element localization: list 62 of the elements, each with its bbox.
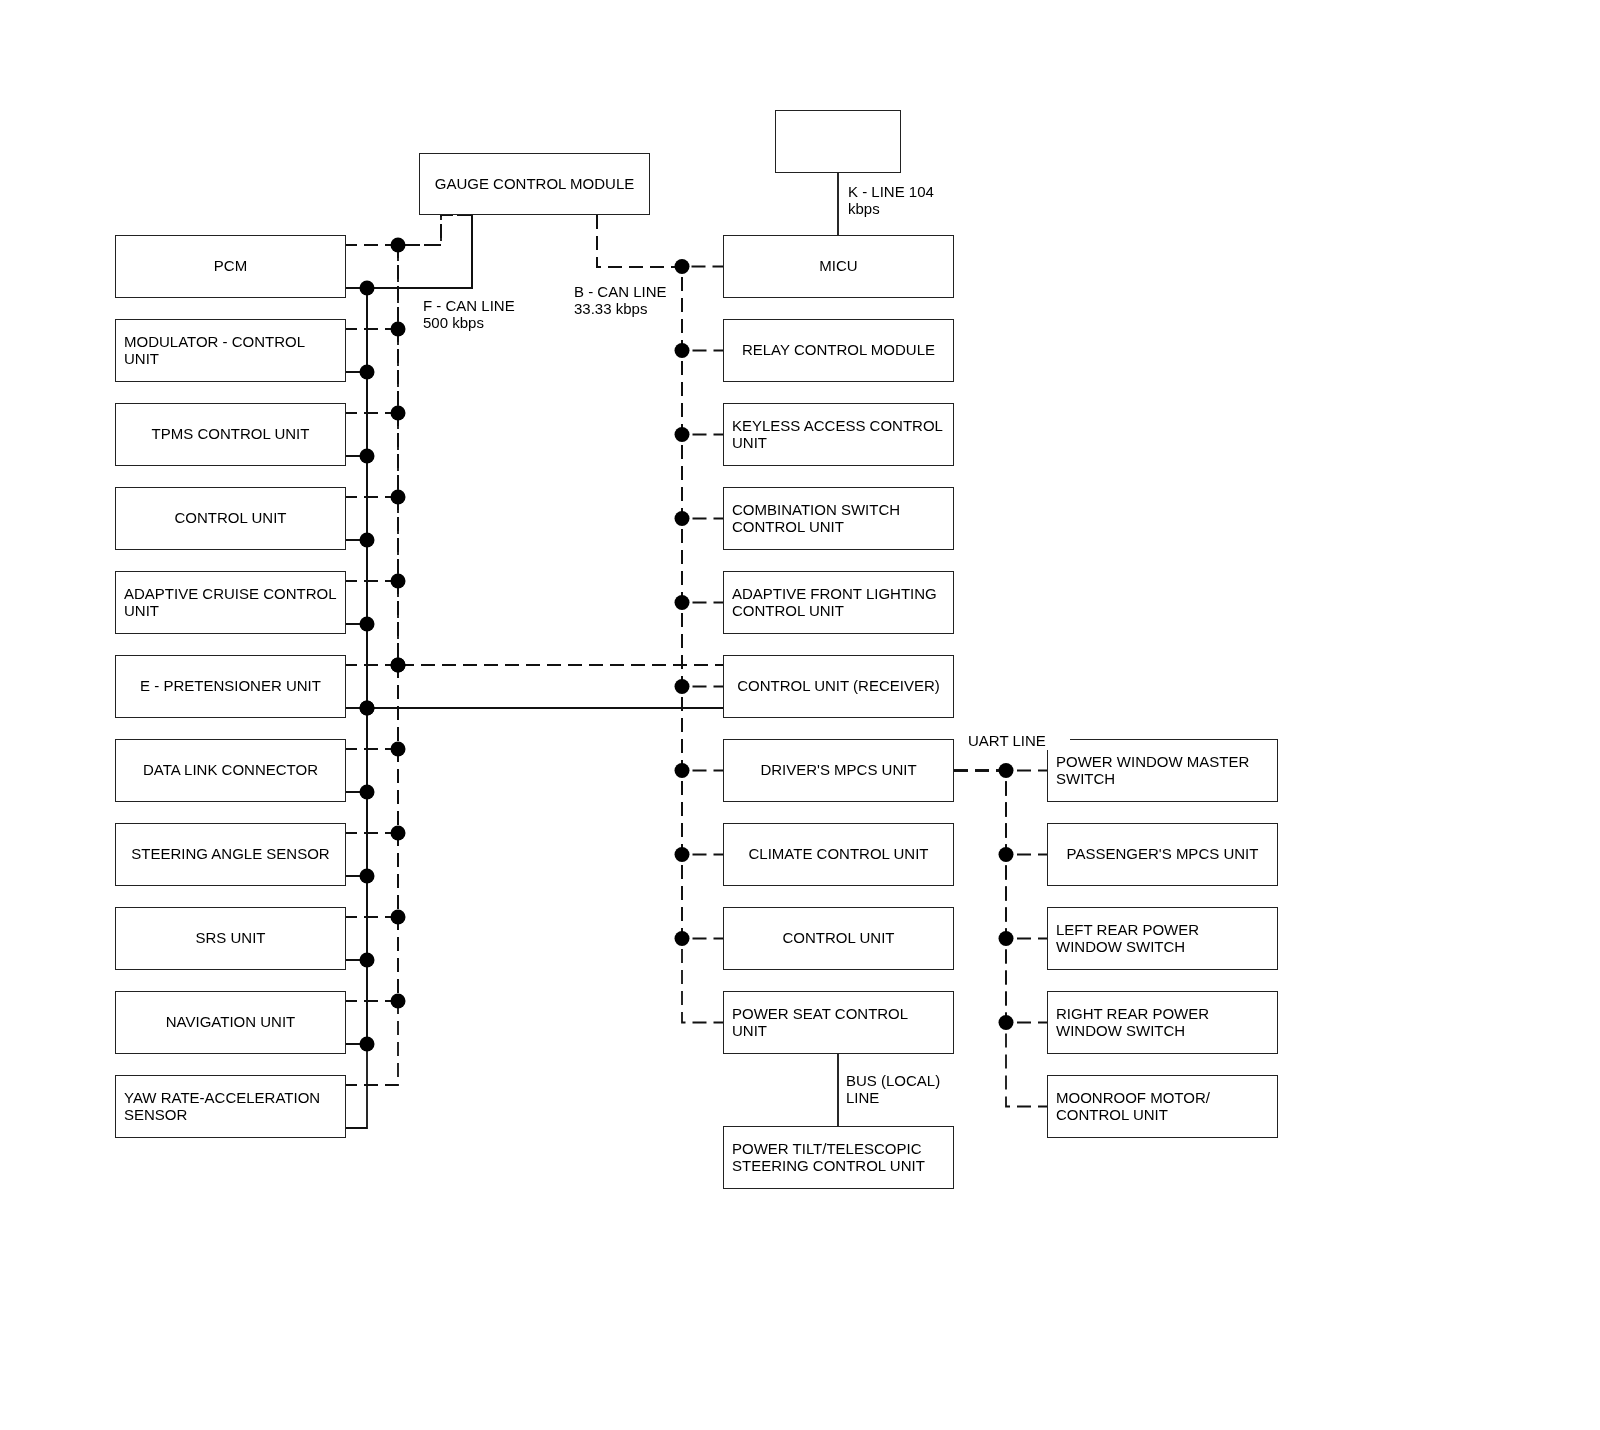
module-name: CONTROL UNIT <box>781 930 896 947</box>
module-name: STEERING ANGLE SENSOR <box>130 846 331 863</box>
module-name: PASSENGER'S MPCS UNIT <box>1065 846 1260 863</box>
module-name: COMBINATION SWITCH CONTROL UNIT <box>731 502 902 535</box>
bus-line <box>366 214 724 709</box>
module-box <box>115 991 346 1054</box>
module-name: RIGHT REAR POWER WINDOW SWITCH <box>1055 1006 1211 1039</box>
module-name: KEYLESS ACCESS CONTROL UNIT <box>731 418 944 451</box>
edge-label: UART LINE <box>966 733 1070 750</box>
module-box <box>1047 1075 1278 1138</box>
module-box <box>115 403 346 466</box>
module-box <box>115 571 346 634</box>
module-name: ADAPTIVE FRONT LIGHTING CONTROL UNIT <box>731 586 938 619</box>
module-box <box>723 403 954 466</box>
empty-box <box>775 110 901 173</box>
module-box <box>1047 991 1278 1054</box>
module-box <box>115 739 346 802</box>
module-name: LEFT REAR POWER WINDOW SWITCH <box>1055 922 1201 955</box>
module-box <box>115 235 346 298</box>
module-box <box>115 1075 346 1138</box>
module-box <box>115 487 346 550</box>
module-box <box>723 235 954 298</box>
module-box <box>723 823 954 886</box>
module-name: MODULATOR - CONTROL UNIT <box>123 334 306 367</box>
module-box <box>115 907 346 970</box>
module-name: POWER TILT/TELESCOPIC STEERING CONTROL UNIT <box>731 1141 926 1174</box>
module-box <box>723 907 954 970</box>
module-name: E - PRETENSIONER UNIT <box>139 678 322 695</box>
module-box <box>115 319 346 382</box>
module-name: RELAY CONTROL MODULE <box>740 342 937 359</box>
module-box <box>723 739 954 802</box>
module-box <box>1047 907 1278 970</box>
bus-line <box>837 1053 839 1127</box>
module-name: ADAPTIVE CRUISE CONTROL UNIT <box>123 586 337 619</box>
module-name: CLIMATE CONTROL UNIT <box>747 846 930 863</box>
module-name: DATA LINK CONNECTOR <box>142 762 319 779</box>
module-name: DRIVER'S MPCS UNIT <box>759 762 918 779</box>
module-box <box>1047 739 1278 802</box>
bus-line <box>837 172 839 236</box>
module-name: NAVIGATION UNIT <box>164 1014 297 1031</box>
module-name: POWER SEAT CONTROL UNIT <box>731 1006 909 1039</box>
module-name: SRS UNIT <box>194 930 267 947</box>
module-name: YAW RATE-ACCELERATION SENSOR <box>123 1090 322 1123</box>
module-box <box>419 153 650 215</box>
module-box <box>723 655 954 718</box>
module-box <box>723 991 954 1054</box>
module-name: CONTROL UNIT <box>173 510 288 527</box>
module-box <box>1047 823 1278 886</box>
module-name: PCM <box>212 258 249 275</box>
module-box <box>723 571 954 634</box>
module-name: CONTROL UNIT (RECEIVER) <box>736 678 941 695</box>
module-box <box>115 823 346 886</box>
module-box <box>115 655 346 718</box>
module-box <box>723 1126 954 1189</box>
module-name: POWER WINDOW MASTER SWITCH <box>1055 754 1251 787</box>
module-name: MOONROOF MOTOR/ CONTROL UNIT <box>1055 1090 1211 1123</box>
module-name: MICU <box>818 258 859 275</box>
module-box <box>723 487 954 550</box>
module-name: GAUGE CONTROL MODULE <box>433 175 636 193</box>
bus-line <box>953 769 1048 1108</box>
module-box <box>723 319 954 382</box>
module-name: TPMS CONTROL UNIT <box>150 426 311 443</box>
